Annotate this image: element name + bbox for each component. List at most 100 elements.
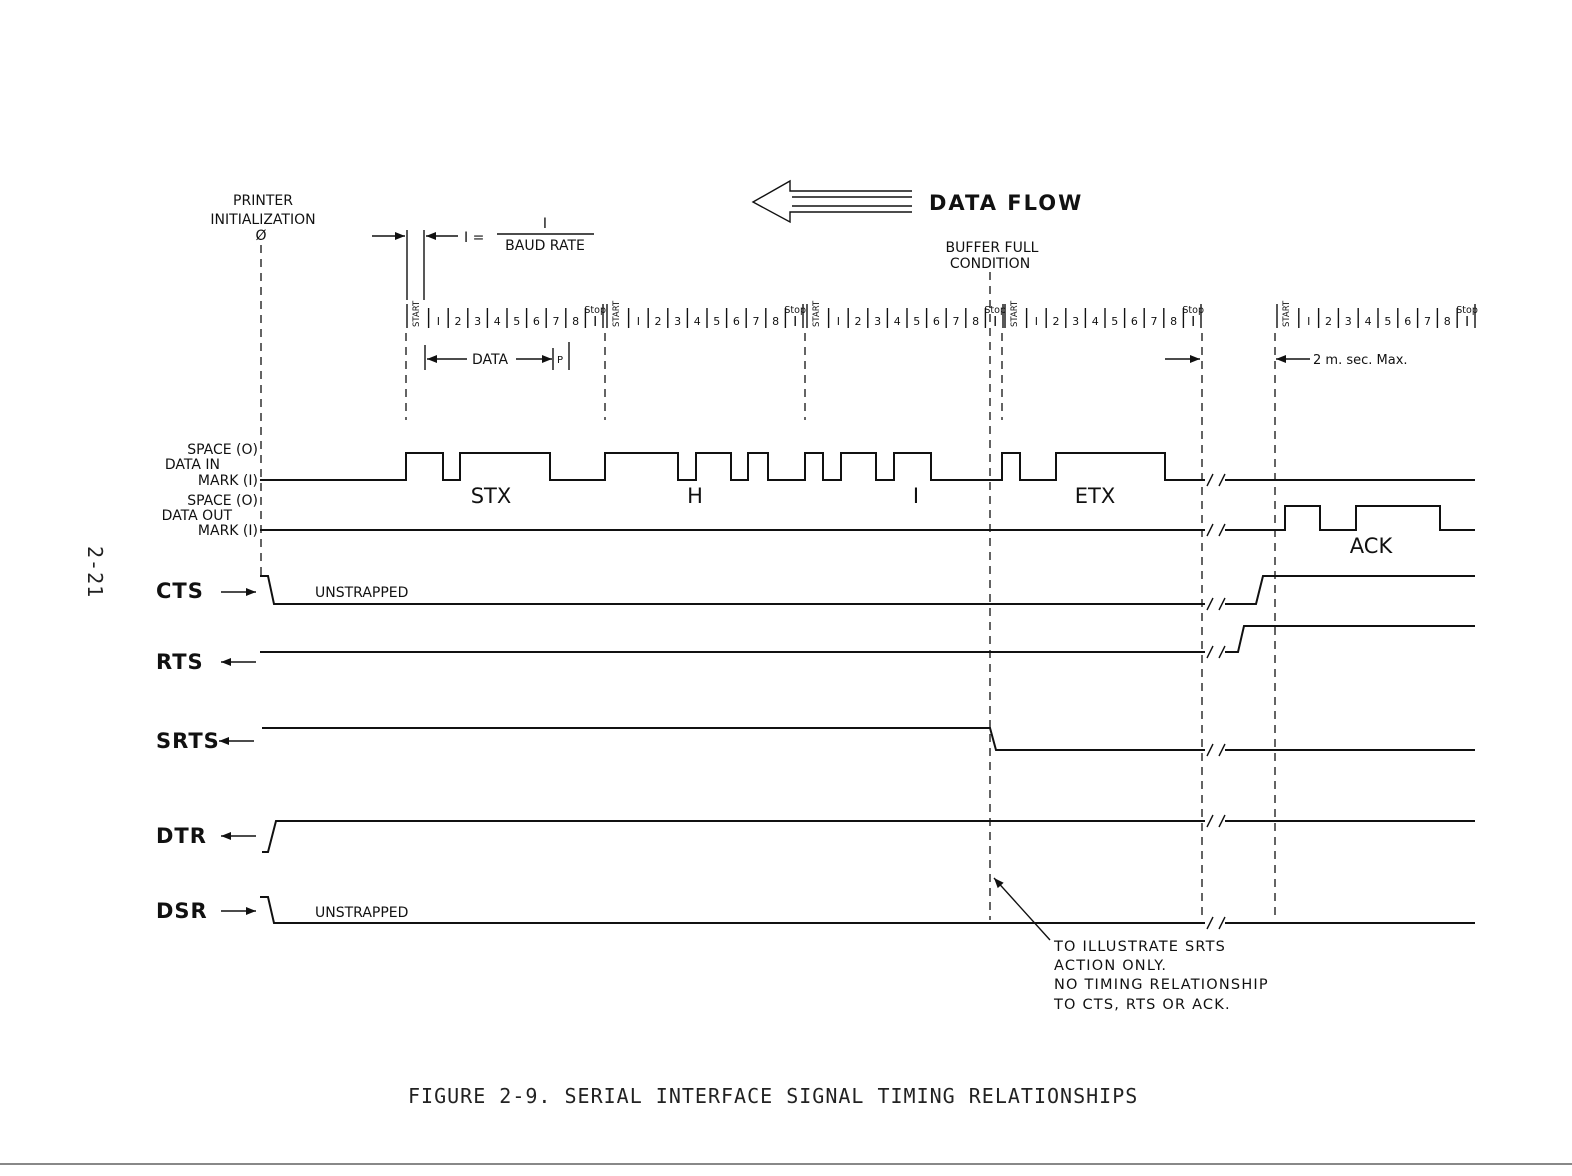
break-mark-icon (1206, 473, 1214, 487)
bit-number: 4 (694, 315, 701, 328)
break-mark-icon (1206, 523, 1214, 537)
note-line-4: TO CTS, RTS OR ACK. (1053, 997, 1231, 1013)
bit-number: 7 (953, 315, 960, 328)
break-mark-icon (1218, 523, 1226, 537)
buffer-full-label-1: BUFFER FULL (946, 240, 1039, 256)
stop-bit-label: Stop (1182, 305, 1204, 316)
dsr-waveform (260, 896, 1475, 924)
start-bit-label: START (1010, 300, 1020, 327)
bit-number: 3 (474, 315, 481, 328)
char-i: I (913, 484, 919, 508)
baud-denominator: BAUD RATE (505, 238, 585, 254)
char-h: H (687, 484, 703, 508)
bit-number: 2 (655, 315, 662, 328)
stop-bit-label: Stop (1456, 305, 1478, 316)
data-in-space-label: SPACE (O) (187, 442, 258, 458)
stop-bit-label: Stop (984, 305, 1006, 316)
time-break-marks (1206, 473, 1226, 930)
char-stx: STX (471, 484, 512, 508)
figure-caption: FIGURE 2-9. SERIAL INTERFACE SIGNAL TIMI… (408, 1084, 1138, 1108)
printer-init-label-2: INITIALIZATION (210, 212, 315, 228)
bit-number: 6 (933, 315, 940, 328)
bit-number: 6 (1404, 315, 1411, 328)
bit-number: 7 (753, 315, 760, 328)
note-line-2: ACTION ONLY. (1054, 958, 1167, 974)
timing-dashed-lines (405, 272, 1276, 920)
bit-number: I (437, 315, 440, 328)
bit-number: I (1035, 315, 1038, 328)
bit-number: 2 (1053, 315, 1060, 328)
data-out-waveform (260, 505, 1475, 531)
bit-number: 8 (572, 315, 579, 328)
dsr-label: DSR (156, 899, 208, 923)
buffer-full-label-2: CONDITION (950, 256, 1030, 272)
data-in-label: DATA IN (165, 457, 220, 473)
stop-bit-label: Stop (784, 305, 806, 316)
break-mark-icon (1218, 645, 1226, 659)
bit-number: 5 (1384, 315, 1391, 328)
bit-number: 4 (1092, 315, 1099, 328)
bit-number: I (1307, 315, 1310, 328)
break-mark-icon (1206, 814, 1214, 828)
bit-number: 3 (674, 315, 681, 328)
srts-waveform (262, 727, 1475, 751)
data-in-waveform (260, 452, 1205, 481)
bit-number: 6 (533, 315, 540, 328)
parity-label: P (557, 355, 563, 366)
data-out-mark-label: MARK (I) (198, 523, 258, 539)
bit-number: I (637, 315, 640, 328)
bit-number: 7 (553, 315, 560, 328)
bit-number: I (837, 315, 840, 328)
note-line-3: NO TIMING RELATIONSHIP (1054, 977, 1269, 993)
rts-waveform (260, 625, 1475, 653)
cts-label: CTS (156, 579, 204, 603)
break-mark-icon (1206, 916, 1214, 930)
bit-number: 5 (713, 315, 720, 328)
cts-waveform (260, 575, 1475, 605)
break-mark-icon (1218, 743, 1226, 757)
bit-number: 7 (1151, 315, 1158, 328)
bit-number: 8 (972, 315, 979, 328)
data-flow-label: DATA FLOW (929, 191, 1083, 215)
char-etx: ETX (1075, 484, 1115, 508)
bit-number: 5 (513, 315, 520, 328)
bit-number: 5 (1111, 315, 1118, 328)
printer-init-label-1: PRINTER (233, 193, 293, 209)
bit-number: 3 (1345, 315, 1352, 328)
two-ms-max-label: 2 m. sec. Max. (1313, 353, 1408, 368)
bit-number: 7 (1424, 315, 1431, 328)
baud-numerator: I (543, 216, 547, 232)
note-line-1: TO ILLUSTRATE SRTS (1053, 939, 1226, 955)
bit-number: 4 (494, 315, 501, 328)
dtr-label: DTR (156, 824, 207, 848)
start-bit-label: START (812, 300, 822, 327)
dsr-unstrapped: UNSTRAPPED (315, 905, 408, 921)
bit-number: 8 (1444, 315, 1451, 328)
bit-number: 4 (894, 315, 901, 328)
break-mark-icon (1218, 916, 1226, 930)
bit-number: 2 (455, 315, 462, 328)
baud-width-marker (372, 230, 458, 300)
bit-number: 2 (1325, 315, 1332, 328)
bit-number: 8 (772, 315, 779, 328)
printer-init-zero: Ø (255, 228, 266, 244)
start-bit-label: START (412, 300, 422, 327)
data-span-label: DATA (472, 352, 508, 368)
break-mark-icon (1218, 473, 1226, 487)
char-ack: ACK (1350, 534, 1394, 558)
data-out-space-label: SPACE (O) (187, 493, 258, 509)
note-pointer-arrow-icon (993, 877, 1051, 941)
break-mark-icon (1206, 597, 1214, 611)
bit-number: 3 (1072, 315, 1079, 328)
bit-number: 4 (1365, 315, 1372, 328)
bit-number: 3 (874, 315, 881, 328)
break-mark-icon (1206, 645, 1214, 659)
bit-number: 5 (913, 315, 920, 328)
data-in-mark-label: MARK (I) (198, 473, 258, 489)
start-bit-label: START (612, 300, 622, 327)
page-number: 2-21 (83, 546, 107, 598)
break-mark-icon (1206, 743, 1214, 757)
start-bit-label: START (1282, 300, 1292, 327)
